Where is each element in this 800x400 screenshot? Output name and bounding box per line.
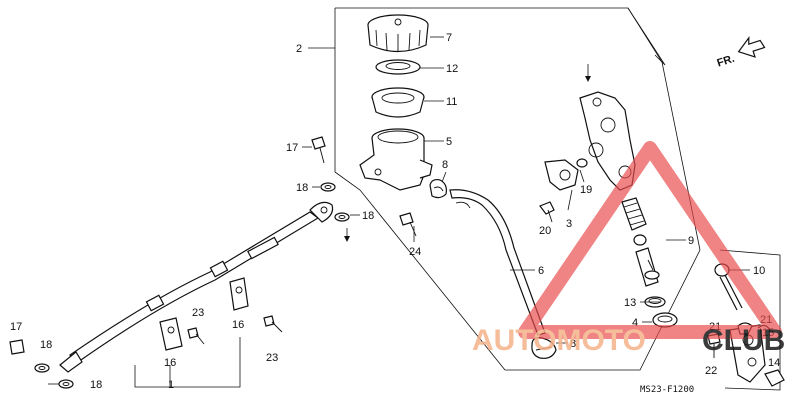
- hose-clamp-upper: [429, 178, 447, 199]
- bolt-20: [539, 201, 555, 223]
- assembly-frame: [334, 7, 781, 391]
- label-11: 11: [446, 96, 457, 108]
- watermark-text-left: AUTOMOTO: [472, 324, 646, 357]
- bolt-17-lower: [9, 339, 25, 355]
- label-23-a: 23: [192, 307, 204, 319]
- piston-set: [621, 197, 660, 287]
- label-17-lower: 17: [10, 321, 22, 333]
- label-5: 5: [446, 136, 452, 148]
- label-24: 24: [409, 246, 421, 258]
- leader-lines: [48, 36, 750, 385]
- front-direction-icon: FR.: [716, 36, 766, 70]
- watermark-triangle-icon: [518, 141, 782, 339]
- reservoir: [359, 128, 433, 191]
- label-23-b: 23: [266, 352, 278, 364]
- label-2: 2: [296, 43, 302, 55]
- label-8-upper: 8: [442, 159, 448, 171]
- label-18-b: 18: [362, 210, 374, 222]
- part-labels: 7 12 11 5 2 8 6 8 19 3 20 9 10 13 4 21 2…: [10, 32, 780, 395]
- diaphragm-plate: [375, 59, 421, 75]
- watermark: AUTOMOTO CLUB: [472, 141, 785, 357]
- label-1: 1: [168, 379, 174, 391]
- label-7: 7: [446, 32, 452, 44]
- washer-18: [34, 182, 350, 389]
- label-22: 22: [705, 365, 717, 377]
- group-brackets: [134, 337, 241, 388]
- bolt-24: [399, 212, 417, 237]
- label-6: 6: [538, 265, 544, 277]
- label-18-c: 18: [40, 339, 52, 351]
- boot-4: [652, 312, 678, 328]
- watermark-text-right: CLUB: [702, 324, 785, 357]
- master-cylinder-body: [544, 64, 636, 191]
- label-14: 14: [768, 357, 780, 369]
- label-16-b: 16: [164, 357, 176, 369]
- bolt-23-b: [263, 315, 283, 333]
- reservoir-cap: [367, 14, 429, 53]
- bolt-23-a: [187, 327, 205, 345]
- label-13: 13: [624, 297, 636, 309]
- grommet-16: [159, 277, 249, 351]
- label-8-lower: 8: [570, 338, 576, 350]
- label-3: 3: [566, 218, 572, 230]
- label-18-d: 18: [90, 379, 102, 391]
- label-4: 4: [632, 317, 638, 329]
- label-9: 9: [688, 235, 694, 247]
- label-18-a: 18: [296, 182, 308, 194]
- hose-clamp-lower: [531, 337, 557, 359]
- diaphragm: [371, 87, 425, 118]
- label-19: 19: [580, 184, 592, 196]
- label-17-upper: 17: [286, 142, 298, 154]
- label-16-a: 16: [232, 319, 244, 331]
- label-10: 10: [753, 265, 765, 277]
- label-12: 12: [446, 63, 458, 75]
- diagram-code: MS23-F1200: [640, 385, 694, 395]
- bolt-17-upper: [311, 136, 326, 164]
- brake-hose: [59, 201, 334, 373]
- direction-label: FR.: [716, 53, 737, 70]
- clevis-bracket: [729, 322, 785, 387]
- label-20: 20: [539, 225, 551, 237]
